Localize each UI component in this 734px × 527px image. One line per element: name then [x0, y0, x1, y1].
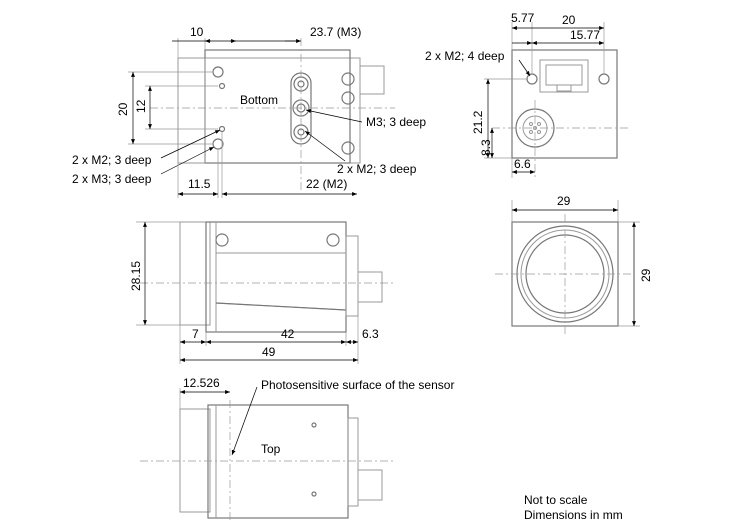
screw-hole: [218, 82, 226, 90]
dim-7-label: 7: [192, 327, 199, 341]
screw-hole: [311, 491, 317, 497]
top-view-body: [179, 404, 383, 519]
dim-12-526-label: 12.526: [183, 376, 220, 390]
screw-hole: [598, 73, 610, 85]
dim-6-3-label: 6.3: [362, 327, 379, 341]
dim-20-back-label: 20: [562, 13, 576, 27]
dim-23-7-label: 23.7 (M3): [310, 25, 361, 39]
dim-10-label: 10: [190, 25, 204, 39]
side-view: 28.15 7 42 6.3 49: [129, 221, 395, 364]
photosensitive-surface-label: Photosensitive surface of the sensor: [261, 378, 454, 392]
2xm2-3deep-right-label: 2 x M2; 3 deep: [337, 162, 417, 176]
dim-11-5-label: 11.5: [188, 177, 211, 191]
back-view: 5.77 20 15.77 2 x M2; 4 deep 21.2 8.3 6.…: [425, 11, 630, 178]
screw-hole: [212, 66, 224, 78]
bottom-label: Bottom: [240, 93, 278, 107]
bottom-view: 10 23.7 (M3) 20 12 Bottom M3; 3 deep 2 x…: [72, 25, 426, 198]
back-view-body: [511, 49, 618, 159]
dim-29-width-label: 29: [557, 194, 571, 208]
screw-icon: [341, 141, 355, 155]
2xm2-4deep-label: 2 x M2; 4 deep: [425, 49, 505, 63]
screw-hole: [526, 73, 538, 85]
dim-42-label: 42: [281, 327, 295, 341]
dim-6-6-label: 6.6: [514, 157, 531, 171]
dim-15-77-label: 15.77: [570, 28, 600, 42]
dim-21-2-label: 21.2: [471, 110, 485, 134]
top-label: Top: [261, 442, 281, 456]
screw-hole: [311, 422, 317, 428]
dim-5-77-label: 5.77: [511, 11, 535, 25]
dim-20-label: 20: [116, 102, 130, 116]
side-view-body: [179, 221, 383, 333]
dim-12-label: 12: [134, 99, 148, 113]
screw-icon: [215, 233, 229, 247]
drawing-notes: Not to scale Dimensions in mm: [524, 493, 623, 522]
dim-8-3-label: 8.3: [479, 139, 493, 156]
dim-22-label: 22 (M2): [306, 177, 347, 191]
2xm2-3deep-left-label: 2 x M2; 3 deep: [72, 153, 152, 167]
dim-49-label: 49: [262, 345, 276, 359]
screw-hole: [218, 125, 226, 133]
screw-icon: [341, 72, 355, 86]
m3-3deep-label: M3; 3 deep: [366, 115, 426, 129]
rj45-connector-icon: [539, 59, 589, 93]
screw-icon: [341, 91, 355, 105]
not-to-scale-note: Not to scale: [524, 493, 588, 507]
bottom-view-body: [177, 49, 385, 164]
screw-icon: [326, 233, 340, 247]
dim-28-15-label: 28.15: [129, 261, 143, 291]
2xm3-3deep-left-label: 2 x M3; 3 deep: [72, 172, 152, 186]
front-view: 29 29: [495, 194, 653, 336]
dimensions-unit-note: Dimensions in mm: [524, 508, 623, 522]
screw-hole: [212, 138, 224, 150]
top-view: 12.526 Photosensitive surface of the sen…: [140, 376, 454, 522]
dim-29-height-label: 29: [639, 268, 653, 282]
